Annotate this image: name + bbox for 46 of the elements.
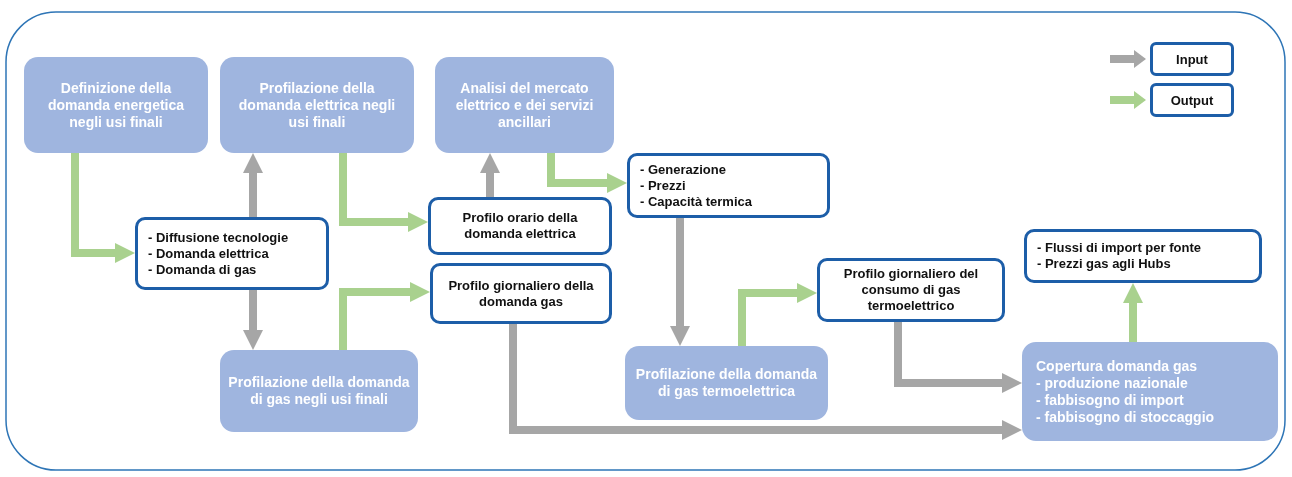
arrow bbox=[738, 283, 817, 346]
node-text: - Prezzi gas agli Hubs bbox=[1037, 256, 1172, 272]
node-text: - Capacità termica bbox=[640, 193, 753, 210]
process-box bbox=[435, 57, 614, 153]
process-box bbox=[625, 346, 828, 420]
node-text: Profilo giornaliero della domanda gas bbox=[447, 277, 595, 310]
node-text: - Flussi di import per fonte bbox=[1037, 240, 1202, 256]
info-box bbox=[817, 258, 1005, 322]
arrow bbox=[243, 153, 263, 217]
node-text: Profilazione della domanda di gas termoelettrica bbox=[634, 366, 819, 400]
node-text: - Domanda elettrica bbox=[148, 245, 270, 262]
arrow bbox=[509, 324, 1022, 440]
arrow bbox=[71, 153, 135, 263]
node-text: - Generazione bbox=[640, 161, 727, 178]
info-box bbox=[428, 197, 612, 255]
arrow bbox=[339, 282, 430, 350]
node-text: Profilazione della domanda elettrica negli usi finali bbox=[237, 79, 397, 131]
node-text: - produzione nazionale bbox=[1036, 374, 1189, 392]
node-text: - fabbisogno di import bbox=[1036, 391, 1185, 409]
node-text: Profilo orario della domanda elettrica bbox=[461, 210, 579, 242]
node-text: Profilazione della domanda di gas negli usi finali bbox=[228, 374, 410, 408]
arrow bbox=[547, 153, 627, 193]
node-text: - Diffusione tecnologie bbox=[148, 229, 290, 246]
arrow bbox=[894, 322, 1022, 393]
arrow bbox=[480, 153, 500, 197]
process-box bbox=[24, 57, 208, 153]
node-text: - Prezzi bbox=[640, 177, 687, 194]
legend-label: Input bbox=[1150, 42, 1234, 76]
process-box bbox=[1022, 342, 1278, 441]
node-text: Analisi del mercato elettrico e dei servizi ancillari bbox=[454, 79, 595, 131]
arrow bbox=[670, 218, 690, 346]
process-box bbox=[220, 57, 414, 153]
legend-label: Output bbox=[1150, 83, 1234, 117]
info-box bbox=[1024, 229, 1262, 283]
process-box bbox=[220, 350, 418, 432]
node-text: Definizione della domanda energetica negli usi finali bbox=[46, 79, 186, 131]
node-text: - fabbisogno di stoccaggio bbox=[1036, 408, 1216, 426]
node-text: Profilo giornaliero del consumo di gas termoelettrico bbox=[842, 266, 980, 314]
info-box bbox=[627, 153, 830, 218]
arrow bbox=[339, 153, 428, 232]
info-box bbox=[430, 263, 612, 324]
node-text: - Domanda di gas bbox=[148, 261, 258, 278]
node-text: Copertura domanda gas bbox=[1036, 357, 1199, 375]
info-box bbox=[135, 217, 329, 290]
arrow bbox=[1123, 283, 1143, 342]
arrow bbox=[243, 290, 263, 350]
